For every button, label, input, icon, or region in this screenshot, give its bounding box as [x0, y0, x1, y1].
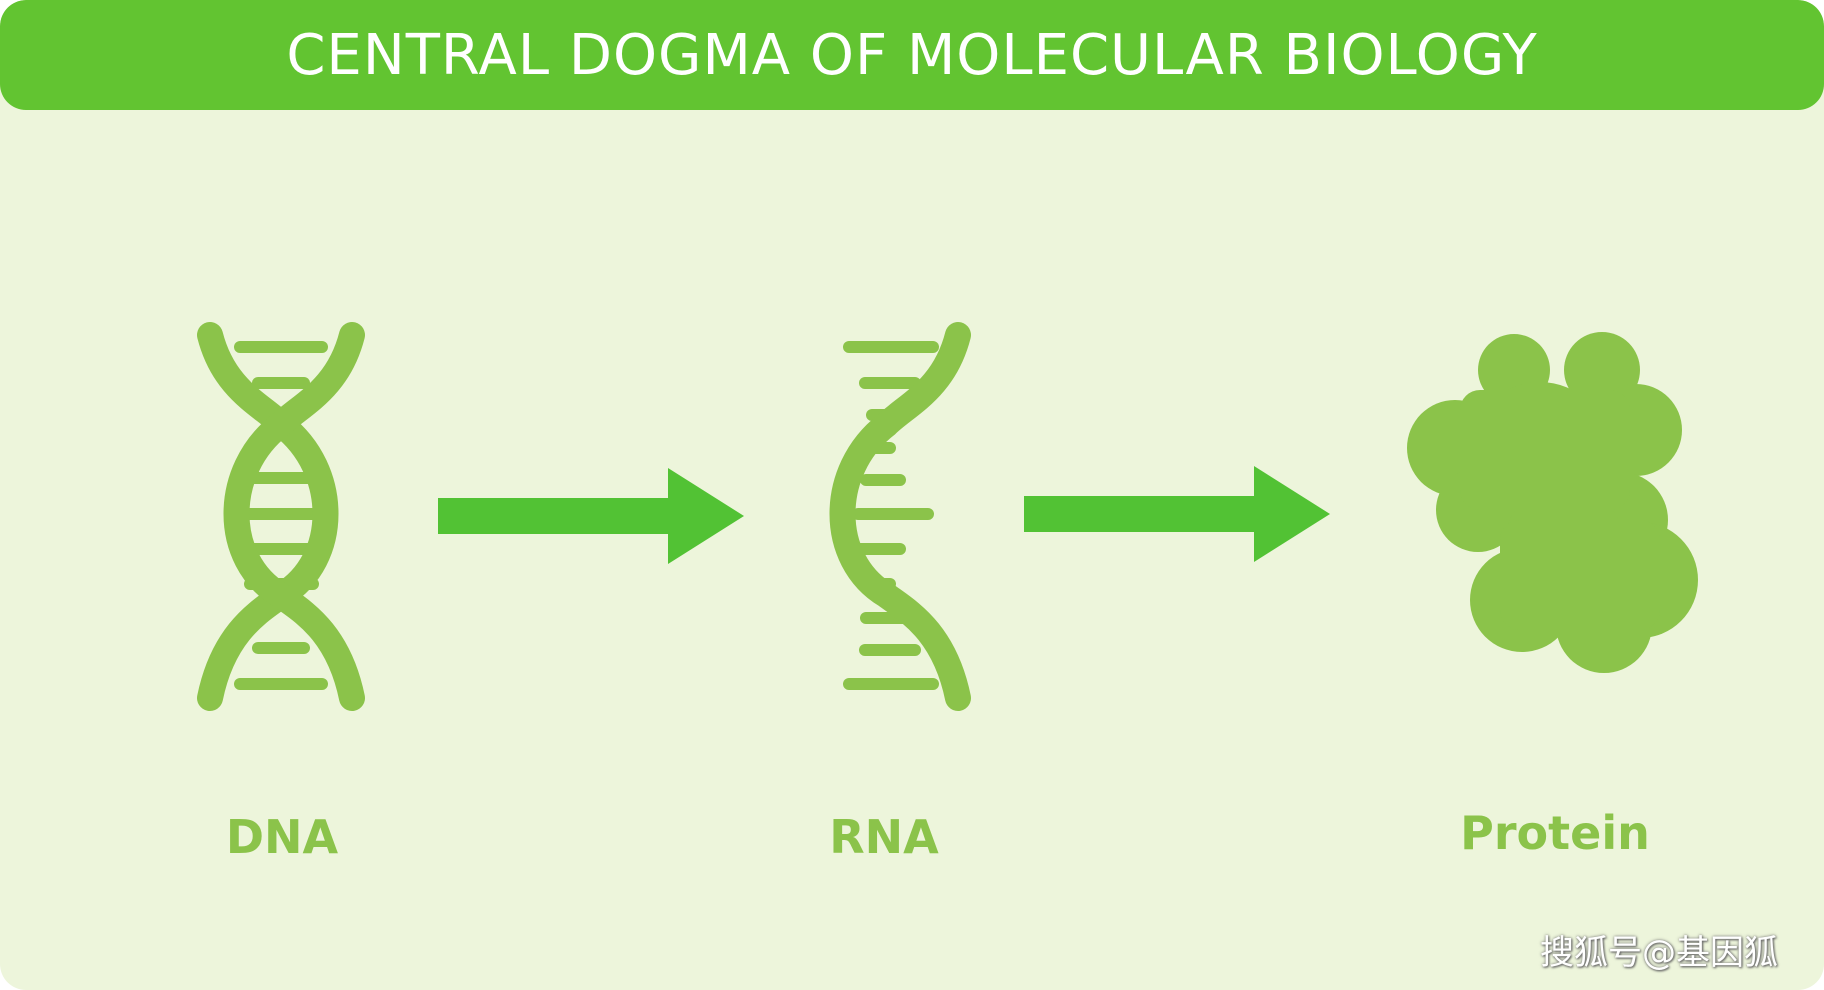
dna-label: DNA	[225, 810, 339, 864]
rna-single-strand-icon	[829, 322, 971, 711]
watermark-text: 搜狐号@基因狐	[1540, 933, 1778, 973]
protein-label: Protein	[1460, 806, 1650, 860]
arrow-right-icon	[1024, 466, 1330, 562]
diagram-title: CENTRAL DOGMA OF MOLECULAR BIOLOGY	[286, 22, 1538, 88]
rna-label: RNA	[829, 810, 939, 864]
title-banner: CENTRAL DOGMA OF MOLECULAR BIOLOGY	[0, 0, 1824, 110]
dna-double-helix-icon	[197, 322, 365, 711]
protein-blob-icon	[1407, 332, 1698, 673]
arrow-right-icon	[438, 468, 744, 564]
